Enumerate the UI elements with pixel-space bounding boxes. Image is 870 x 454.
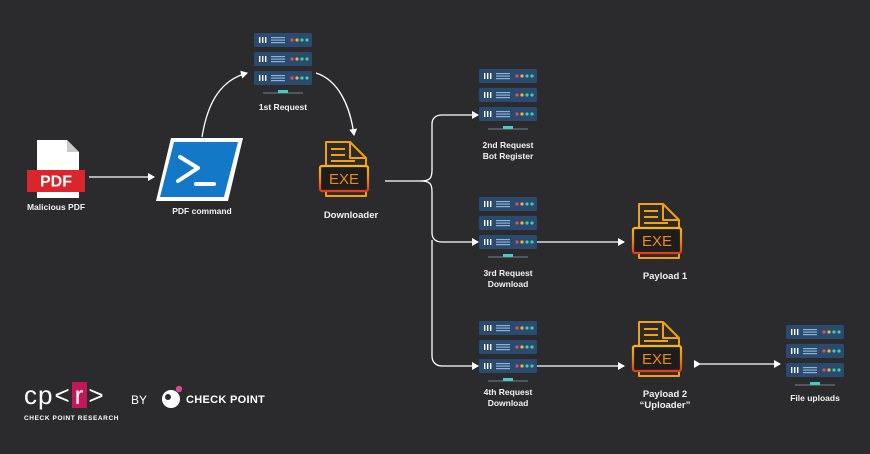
label-request3-line2: Download [487, 279, 529, 289]
label-payload2-line1: Payload 2 [642, 389, 688, 400]
powershell-icon [156, 138, 243, 201]
label-payload1: Payload 1 [642, 271, 688, 282]
label-request4-line2: Download [487, 398, 529, 408]
server-stack-request2 [479, 69, 537, 129]
cpr-logo: cp < r > [24, 381, 105, 409]
arrow-to-request2 [420, 111, 479, 182]
label-file-uploads: File uploads [790, 393, 840, 403]
server-stack-request4 [479, 321, 537, 381]
label-request4: 4th Request Download [468, 387, 548, 409]
cpr-logo-gt: > [88, 380, 105, 410]
label-request1: 1st Request [258, 102, 308, 112]
downloader-exe-text: EXE [329, 171, 359, 188]
label-request2-line2: Bot Register [482, 151, 534, 161]
arrow-to-request3 [420, 180, 479, 246]
checkpoint-wordmark: CHECK POINT [186, 394, 266, 406]
payload1-exe-icon: EXE [631, 202, 683, 260]
label-payload2-line2: “Uploader” [639, 400, 691, 411]
cpr-logo-lt: < [54, 380, 71, 410]
label-downloader: Downloader [323, 210, 379, 221]
cpr-subtitle: CHECK POINT RESEARCH [24, 415, 120, 422]
pdf-icon-text: PDF [40, 174, 72, 191]
pdf-icon: PDF [27, 140, 85, 198]
label-request4-line1: 4th Request [483, 387, 533, 397]
payload2-exe-text: EXE [642, 351, 672, 368]
checkpoint-logo-icon [162, 385, 183, 408]
downloader-exe-icon: EXE [318, 140, 370, 198]
by-label: BY [131, 393, 148, 407]
server-stack-request3 [479, 197, 537, 257]
label-request2-line1: 2nd Request [482, 140, 534, 150]
server-stack-uploads [786, 325, 844, 385]
arrow-request1-to-downloader [315, 72, 358, 136]
label-request3-line1: 3rd Request [483, 268, 533, 278]
label-request2: 2nd Request Bot Register [468, 140, 548, 162]
payload1-exe-text: EXE [642, 233, 672, 250]
payload2-exe-icon: EXE [631, 320, 683, 378]
label-malicious-pdf: Malicious PDF [26, 202, 86, 212]
cpr-logo-r: r [71, 382, 88, 408]
label-request3: 3rd Request Download [468, 268, 548, 290]
connectors [89, 70, 781, 370]
server-stack-request1 [254, 33, 312, 93]
arrow-command-to-request1 [201, 70, 248, 138]
label-payload2: Payload 2 “Uploader” [625, 389, 705, 411]
label-pdf-command: PDF command [172, 206, 232, 216]
arrow-to-request4 [431, 240, 479, 370]
cpr-logo-cp: cp [24, 380, 54, 410]
